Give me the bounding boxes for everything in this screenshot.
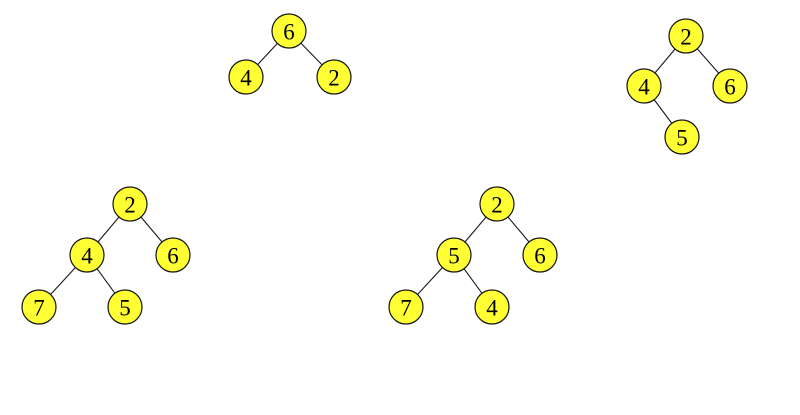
node-label: 2 [124, 193, 136, 218]
tree-1-node-4: 4 [228, 59, 264, 95]
tree-3-edge-4-7 [50, 267, 76, 295]
node-circle [436, 237, 472, 273]
tree-4-edge-2-6 [507, 216, 530, 243]
tree-4-node-7: 7 [388, 289, 424, 325]
tree-2-node-2: 2 [668, 18, 704, 54]
node-label: 4 [486, 296, 498, 321]
nodes-layer: 6 4 2 2 4 6 5 2 4 6 7 5 2 5 6 7 4 [21, 13, 748, 325]
tree-2-edge-2-6 [696, 48, 720, 74]
node-circle [69, 237, 105, 273]
tree-2-node-6: 6 [712, 68, 748, 104]
node-circle [316, 59, 352, 95]
tree-4-node-2: 2 [479, 186, 515, 222]
tree-3-edge-4-5 [96, 268, 116, 294]
tree-3-edge-2-4 [97, 216, 120, 243]
edges-layer [50, 42, 720, 295]
node-label: 7 [33, 296, 45, 321]
node-label: 5 [448, 244, 460, 269]
node-label: 6 [167, 244, 179, 269]
tree-3-node-4: 4 [69, 237, 105, 273]
node-circle [479, 186, 515, 222]
node-circle [21, 289, 57, 325]
node-label: 5 [119, 296, 131, 321]
tree-2-edge-2-4 [654, 48, 676, 74]
node-label: 4 [240, 66, 252, 91]
tree-4-edge-5-4 [463, 268, 483, 294]
tree-1-edge-6-2 [300, 42, 323, 66]
node-circle [668, 18, 704, 54]
node-circle [107, 289, 143, 325]
tree-3-node-2: 2 [112, 186, 148, 222]
node-circle [626, 68, 662, 104]
tree-3-node-6: 6 [155, 237, 191, 273]
tree-3-node-5: 5 [107, 289, 143, 325]
tree-4-edge-2-5 [464, 216, 487, 243]
tree-2-node-5: 5 [664, 119, 700, 155]
tree-3-node-7: 7 [21, 289, 57, 325]
tree-4-node-6: 6 [522, 237, 558, 273]
node-circle [112, 186, 148, 222]
node-label: 2 [491, 193, 503, 218]
node-circle [712, 68, 748, 104]
node-circle [388, 289, 424, 325]
node-circle [474, 289, 510, 325]
tree-4-edge-5-7 [417, 267, 443, 295]
tree-3-edge-2-6 [140, 216, 163, 243]
node-label: 4 [638, 75, 650, 100]
node-label: 4 [81, 244, 93, 269]
node-label: 6 [283, 20, 295, 45]
tree-1-node-2: 2 [316, 59, 352, 95]
tree-4-node-5: 5 [436, 237, 472, 273]
node-circle [155, 237, 191, 273]
tree-4-node-4: 4 [474, 289, 510, 325]
node-label: 7 [400, 296, 412, 321]
tree-2-node-4: 4 [626, 68, 662, 104]
tree-1-node-6: 6 [271, 13, 307, 49]
node-label: 2 [680, 25, 692, 50]
tree-1-edge-6-4 [257, 43, 278, 65]
node-label: 6 [534, 244, 546, 269]
node-label: 6 [724, 75, 736, 100]
node-circle [664, 119, 700, 155]
node-label: 5 [676, 126, 688, 151]
node-circle [228, 59, 264, 95]
node-label: 2 [328, 66, 340, 91]
node-circle [522, 237, 558, 273]
tree-2-edge-4-5 [653, 99, 673, 124]
node-circle [271, 13, 307, 49]
